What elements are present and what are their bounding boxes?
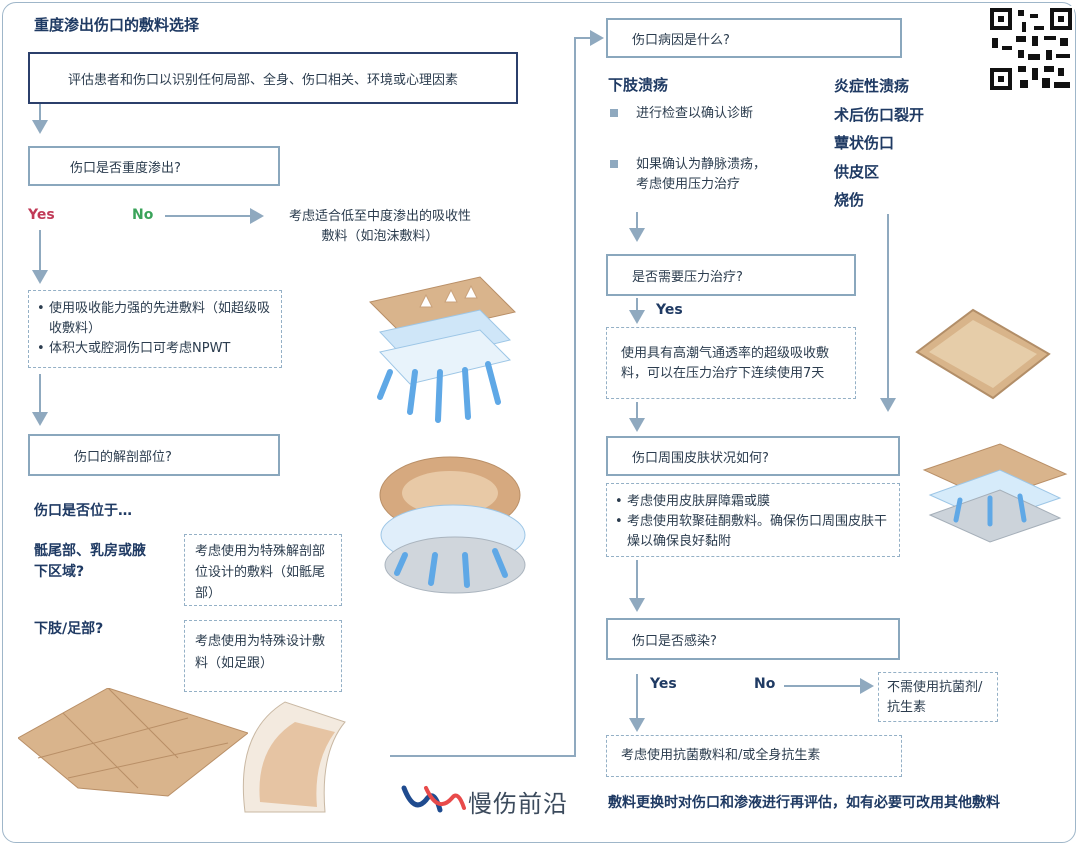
qr-code-icon <box>988 6 1074 92</box>
skin-question-box: 伤口周围皮肤状况如何? <box>606 436 900 476</box>
no-result-line-2: 敷料（如泡沫敷料） <box>321 229 439 244</box>
page-title: 重度渗出伤口的敷料选择 <box>34 16 200 34</box>
other-causes-list: 炎症性溃疡 术后伤口裂开 蕈状伤口 供皮区 烧伤 <box>834 72 924 215</box>
site-sacral-advice: 考虑使用为特殊解剖部位设计的敷料（如骶尾部） <box>184 534 342 606</box>
infection-question-box: 伤口是否感染? <box>606 618 900 660</box>
exudate-question-text: 伤口是否重度渗出? <box>70 160 181 176</box>
compression-question-text: 是否需要压力治疗? <box>632 269 743 285</box>
logo-text: 慢伤前沿 <box>468 790 568 818</box>
bullet-square-icon <box>610 109 618 117</box>
infection-question-text: 伤口是否感染? <box>632 633 717 649</box>
leg-ulcer-heading: 下肢溃疡 <box>608 76 669 94</box>
no-antibiotic-box: 不需使用抗菌剂/抗生素 <box>878 672 998 722</box>
site-lower-limb: 下肢/足部? <box>34 621 104 637</box>
no-exudate-result: 考虑适合低至中度渗出的吸收性 敷料（如泡沫敷料） <box>270 207 490 247</box>
site-sacral-line-2: 下区域? <box>34 564 85 580</box>
other-cause: 蕈状伤口 <box>834 134 895 152</box>
foam-pad-icon <box>915 308 1051 400</box>
yes-advice-item: 体积大或腔洞伤口可考虑NPWT <box>35 339 273 359</box>
other-cause: 烧伤 <box>834 191 865 209</box>
yes-advice-box: 使用吸收能力强的先进敷料（如超级吸收敷料） 体积大或腔洞伤口可考虑NPWT <box>28 290 282 368</box>
compression-yes-label: Yes <box>656 302 683 318</box>
compression-question-box: 是否需要压力治疗? <box>606 254 856 296</box>
other-cause: 供皮区 <box>834 162 880 181</box>
anatomy-question-text: 伤口的解剖部位? <box>74 449 172 465</box>
assess-box: 评估患者和伤口以识别任何局部、全身、伤口相关、环境或心理因素 <box>28 52 518 104</box>
no-result-line-1: 考虑适合低至中度渗出的吸收性 <box>288 209 471 224</box>
anatomy-question-box: 伤口的解剖部位? <box>28 434 280 476</box>
skin-advice-box: 考虑使用皮肤屏障霜或膜 考虑使用软聚硅酮敷料。确保伤口周围皮肤干燥以确保良好黏附 <box>606 483 900 557</box>
square-dressing-icon <box>18 688 248 797</box>
bullet-square-icon <box>610 160 618 168</box>
site-sacral: 骶尾部、乳房或腋 下区域? <box>34 541 146 583</box>
located-question: 伤口是否位于… <box>34 503 132 519</box>
logo-icon <box>401 785 466 813</box>
dressing-layers-icon <box>369 276 516 423</box>
compression-advice-box: 使用具有高潮气通透率的超级吸收敷料，可以在压力治疗下连续使用7天 <box>606 327 856 399</box>
leg-item: 进行检查以确认诊断 <box>636 106 754 121</box>
infection-no-label: No <box>754 676 776 692</box>
leg-item: 如果确认为静脉溃疡， 考虑使用压力治疗 <box>636 157 767 192</box>
site-sacral-line-1: 骶尾部、乳房或腋 <box>34 543 146 559</box>
skin-advice-item: 考虑使用软聚硅酮敷料。确保伤口周围皮肤干燥以确保良好黏附 <box>613 512 889 552</box>
oval-dressing-icon <box>379 456 526 594</box>
infection-yes-label: Yes <box>650 676 677 692</box>
exudate-yes-label: Yes <box>28 207 55 223</box>
antibiotic-advice-box: 考虑使用抗菌敷料和/或全身抗生素 <box>606 735 902 777</box>
cause-question-text: 伤口病因是什么? <box>632 32 730 48</box>
assess-text: 评估患者和伤口以识别任何局部、全身、伤口相关、环境或心理因素 <box>68 72 459 88</box>
dressing-layers-right-icon <box>922 443 1068 543</box>
yes-advice-item: 使用吸收能力强的先进敷料（如超级吸收敷料） <box>35 299 273 339</box>
exudate-question-box: 伤口是否重度渗出? <box>28 146 280 186</box>
cause-question-box: 伤口病因是什么? <box>606 18 902 58</box>
other-cause: 术后伤口裂开 <box>834 105 925 124</box>
skin-advice-item: 考虑使用皮肤屏障霜或膜 <box>613 492 889 512</box>
heel-dressing-icon <box>242 701 346 813</box>
other-cause: 炎症性溃疡 <box>834 77 910 95</box>
site-lower-limb-advice: 考虑使用为特殊设计敷料（如足跟） <box>184 620 342 692</box>
exudate-no-label: No <box>132 207 154 223</box>
skin-question-text: 伤口周围皮肤状况如何? <box>632 450 769 466</box>
final-note: 敷料更换时对伤口和渗液进行再评估，如有必要可改用其他敷料 <box>608 795 1000 811</box>
